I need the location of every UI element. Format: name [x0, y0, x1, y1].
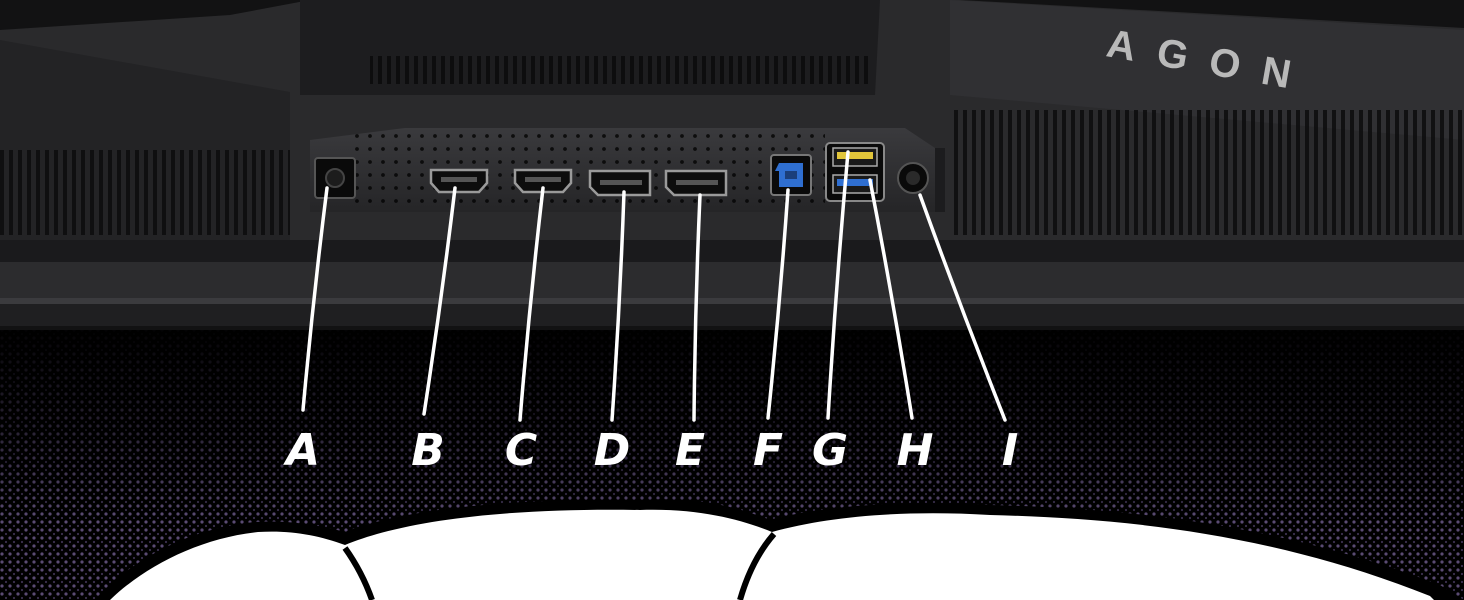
halftone-fade — [0, 320, 1464, 520]
usb-b-upstream-port-icon — [770, 154, 812, 196]
hdmi-port-icon — [429, 168, 489, 194]
speech-bubble — [95, 499, 1464, 600]
callout-line-d — [610, 190, 626, 422]
callout-line-i — [918, 193, 1007, 422]
callout-line-c — [518, 186, 545, 422]
port-label-h: H — [897, 425, 934, 476]
port-label-e: E — [675, 425, 705, 476]
port-label-d: D — [594, 425, 631, 476]
power-jack-icon — [314, 157, 356, 199]
port-label-c: C — [505, 425, 537, 476]
displayport-port-icon — [664, 169, 728, 197]
port-label-g: G — [812, 425, 848, 476]
port-label-b: B — [411, 425, 445, 476]
callout-line-a — [301, 186, 329, 412]
callouts-layer — [301, 150, 1007, 422]
callout-line-g — [826, 150, 850, 420]
callout-line-b — [422, 186, 457, 416]
callout-line-h — [868, 178, 914, 420]
callout-line-e — [692, 193, 702, 422]
audio-jack-icon — [897, 162, 929, 194]
displayport-port-icon — [588, 169, 652, 197]
port-label-f: F — [753, 425, 783, 476]
port-label-i: I — [1002, 425, 1018, 476]
ports-layer — [314, 142, 929, 202]
callout-line-f — [766, 188, 790, 420]
port-label-a: A — [283, 425, 320, 476]
hdmi-port-icon — [513, 168, 573, 194]
